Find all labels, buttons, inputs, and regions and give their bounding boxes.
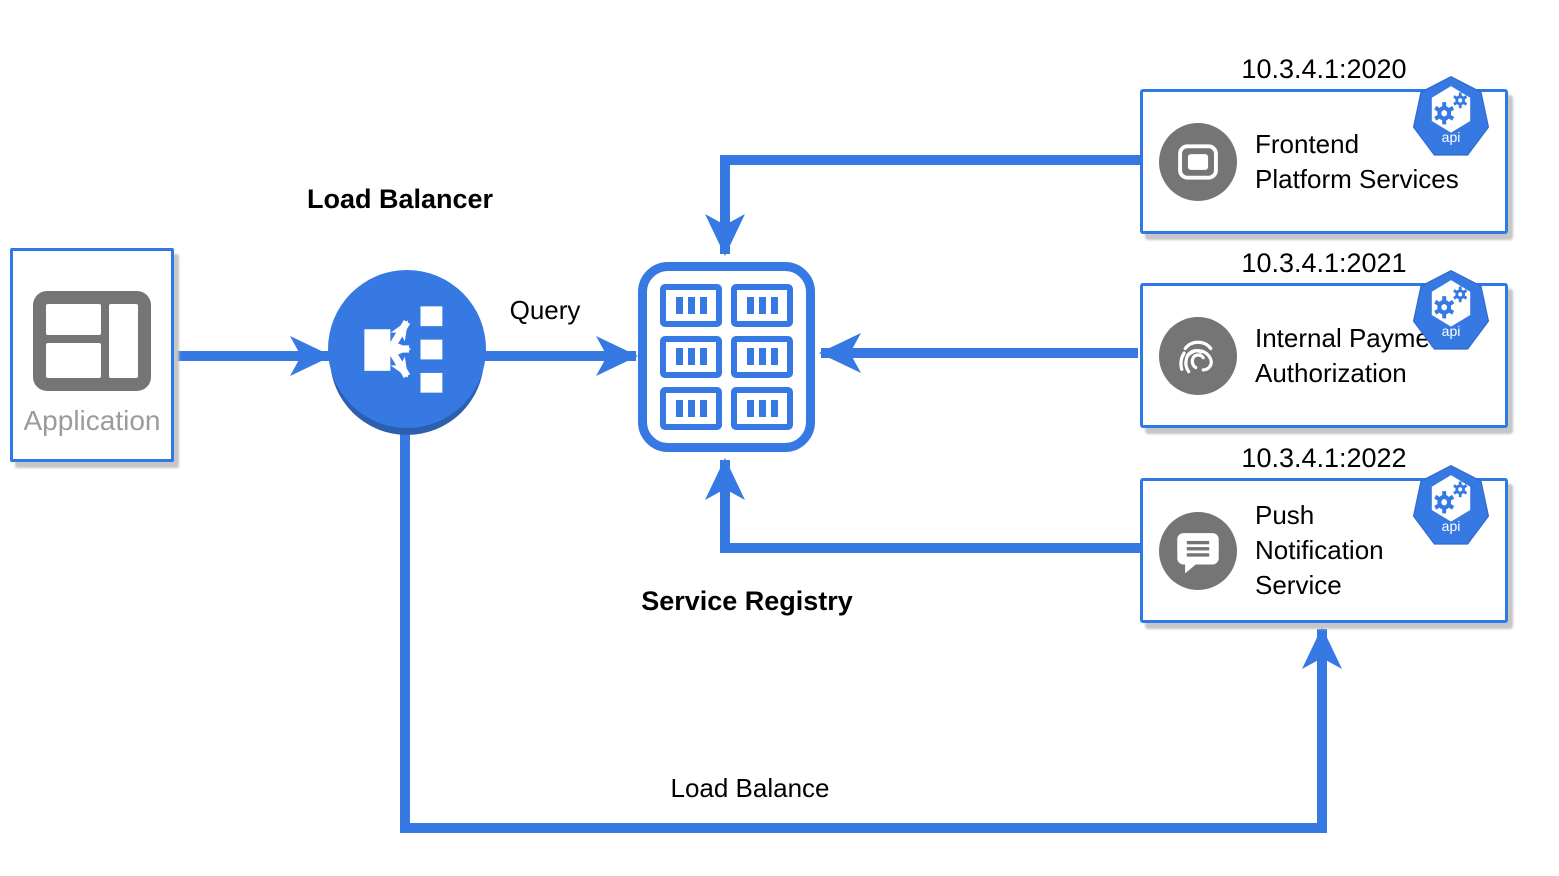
- edge-push-to-registry: [705, 458, 1140, 553]
- app-icon-cell: [109, 304, 138, 378]
- kubernetes-api-badge: api: [1411, 464, 1491, 550]
- service-address: 10.3.4.1:2022: [1241, 443, 1407, 473]
- app-icon-cell: [46, 342, 102, 378]
- service-name: Internal Payment Authorization: [1255, 322, 1452, 388]
- load-balancer-node: [328, 270, 486, 428]
- edge-loadbalance-to-push: [400, 430, 1342, 833]
- service-address: 10.3.4.1:2020: [1241, 54, 1407, 84]
- kubernetes-api-badge: api: [1411, 269, 1491, 355]
- registry-grid-icon: [731, 335, 793, 379]
- registry-grid-icon: [731, 387, 793, 430]
- api-badge-label: api: [1441, 518, 1461, 534]
- service-registry-node: [638, 262, 815, 452]
- load-balancer-label: Load Balancer: [306, 184, 494, 214]
- service-node-frontend-platform: Frontend Platform Services api: [1140, 89, 1508, 234]
- registry-grid-icon: [731, 284, 793, 327]
- chat-bubble-icon: [1159, 511, 1237, 590]
- api-badge-label: api: [1441, 323, 1461, 339]
- app-icon-cell: [46, 304, 102, 335]
- service-name: Push Notification Service: [1255, 500, 1384, 600]
- application-window-icon: [33, 291, 151, 391]
- load-balancer-icon: [364, 306, 443, 393]
- registry-grid-icon: [660, 335, 722, 379]
- application-label: Application: [23, 405, 161, 436]
- edge-frontend-to-registry: [705, 155, 1140, 256]
- registry-grid-icon: [660, 284, 722, 327]
- load-balance-edge-label: Load Balance: [670, 773, 830, 803]
- service-node-push-notification: Push Notification Service api: [1140, 478, 1508, 623]
- api-badge-label: api: [1441, 129, 1461, 145]
- service-name: Frontend Platform Services: [1255, 128, 1459, 194]
- application-node: Application: [10, 248, 174, 462]
- service-node-internal-payment: Internal Payment Authorization api: [1140, 283, 1508, 428]
- service-address: 10.3.4.1:2021: [1241, 248, 1407, 278]
- frontend-window-icon: [1159, 122, 1237, 201]
- service-registry-label: Service Registry: [641, 586, 853, 616]
- fingerprint-icon: [1159, 316, 1237, 395]
- query-edge-label: Query: [509, 295, 581, 325]
- kubernetes-api-badge: api: [1411, 75, 1491, 161]
- registry-grid-icon: [660, 387, 722, 430]
